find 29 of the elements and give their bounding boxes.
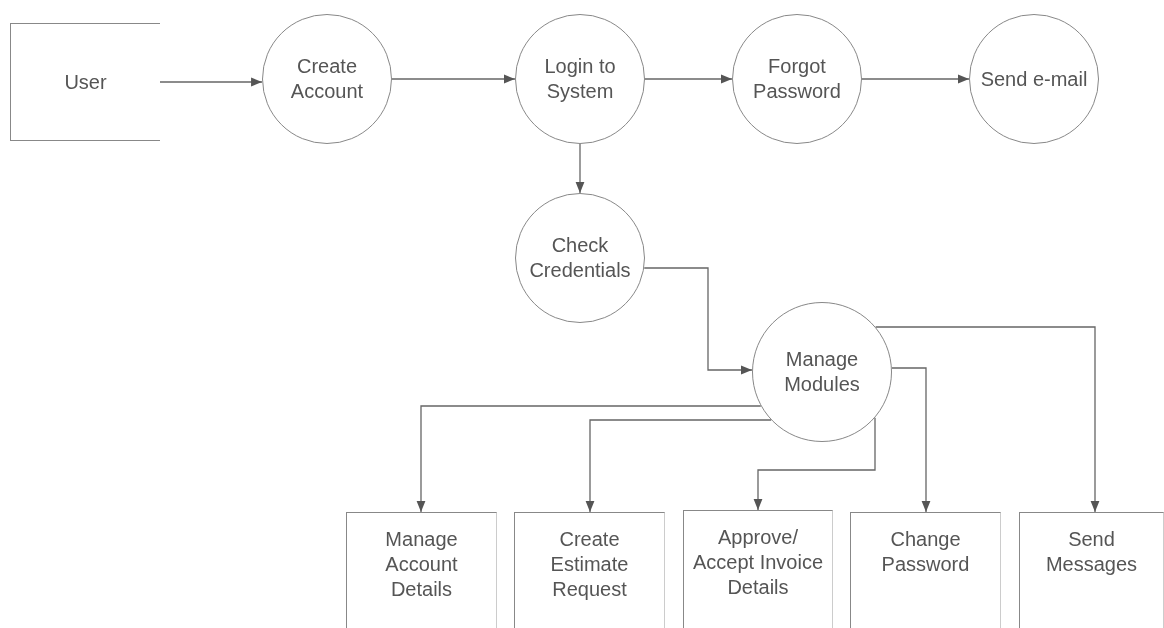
- arrow: [391, 74, 516, 84]
- node-label: Login to System: [543, 54, 617, 104]
- arrow: [159, 77, 263, 87]
- module-box: [514, 512, 665, 628]
- node-label: User: [63, 69, 108, 95]
- node-label: Manage Modules: [783, 347, 861, 397]
- node-label: Send Messages: [1044, 527, 1139, 577]
- node-label: Manage Account Details: [384, 527, 459, 602]
- external-entity-box: [10, 23, 160, 141]
- arrow: [874, 326, 1100, 513]
- arrow: [643, 267, 753, 375]
- arrow: [861, 74, 970, 84]
- node-label: Create Account: [289, 54, 365, 104]
- node-label: Change Password: [880, 527, 971, 577]
- module-box: [683, 510, 833, 628]
- node-label: Create Estimate Request: [549, 527, 630, 602]
- module-box: [850, 512, 1001, 628]
- arrow: [644, 74, 733, 84]
- node-label: Forgot Password: [752, 54, 842, 104]
- module-box: [1019, 512, 1164, 628]
- arrow: [891, 367, 931, 513]
- node-label: Check Credentials: [528, 233, 632, 283]
- node-label: Send e-mail: [979, 66, 1089, 92]
- arrow: [575, 143, 585, 194]
- arrow: [416, 405, 762, 513]
- node-label: Approve/ Accept Invoice Details: [691, 525, 825, 600]
- arrow: [585, 419, 772, 513]
- arrow: [753, 417, 876, 511]
- module-box: [346, 512, 497, 628]
